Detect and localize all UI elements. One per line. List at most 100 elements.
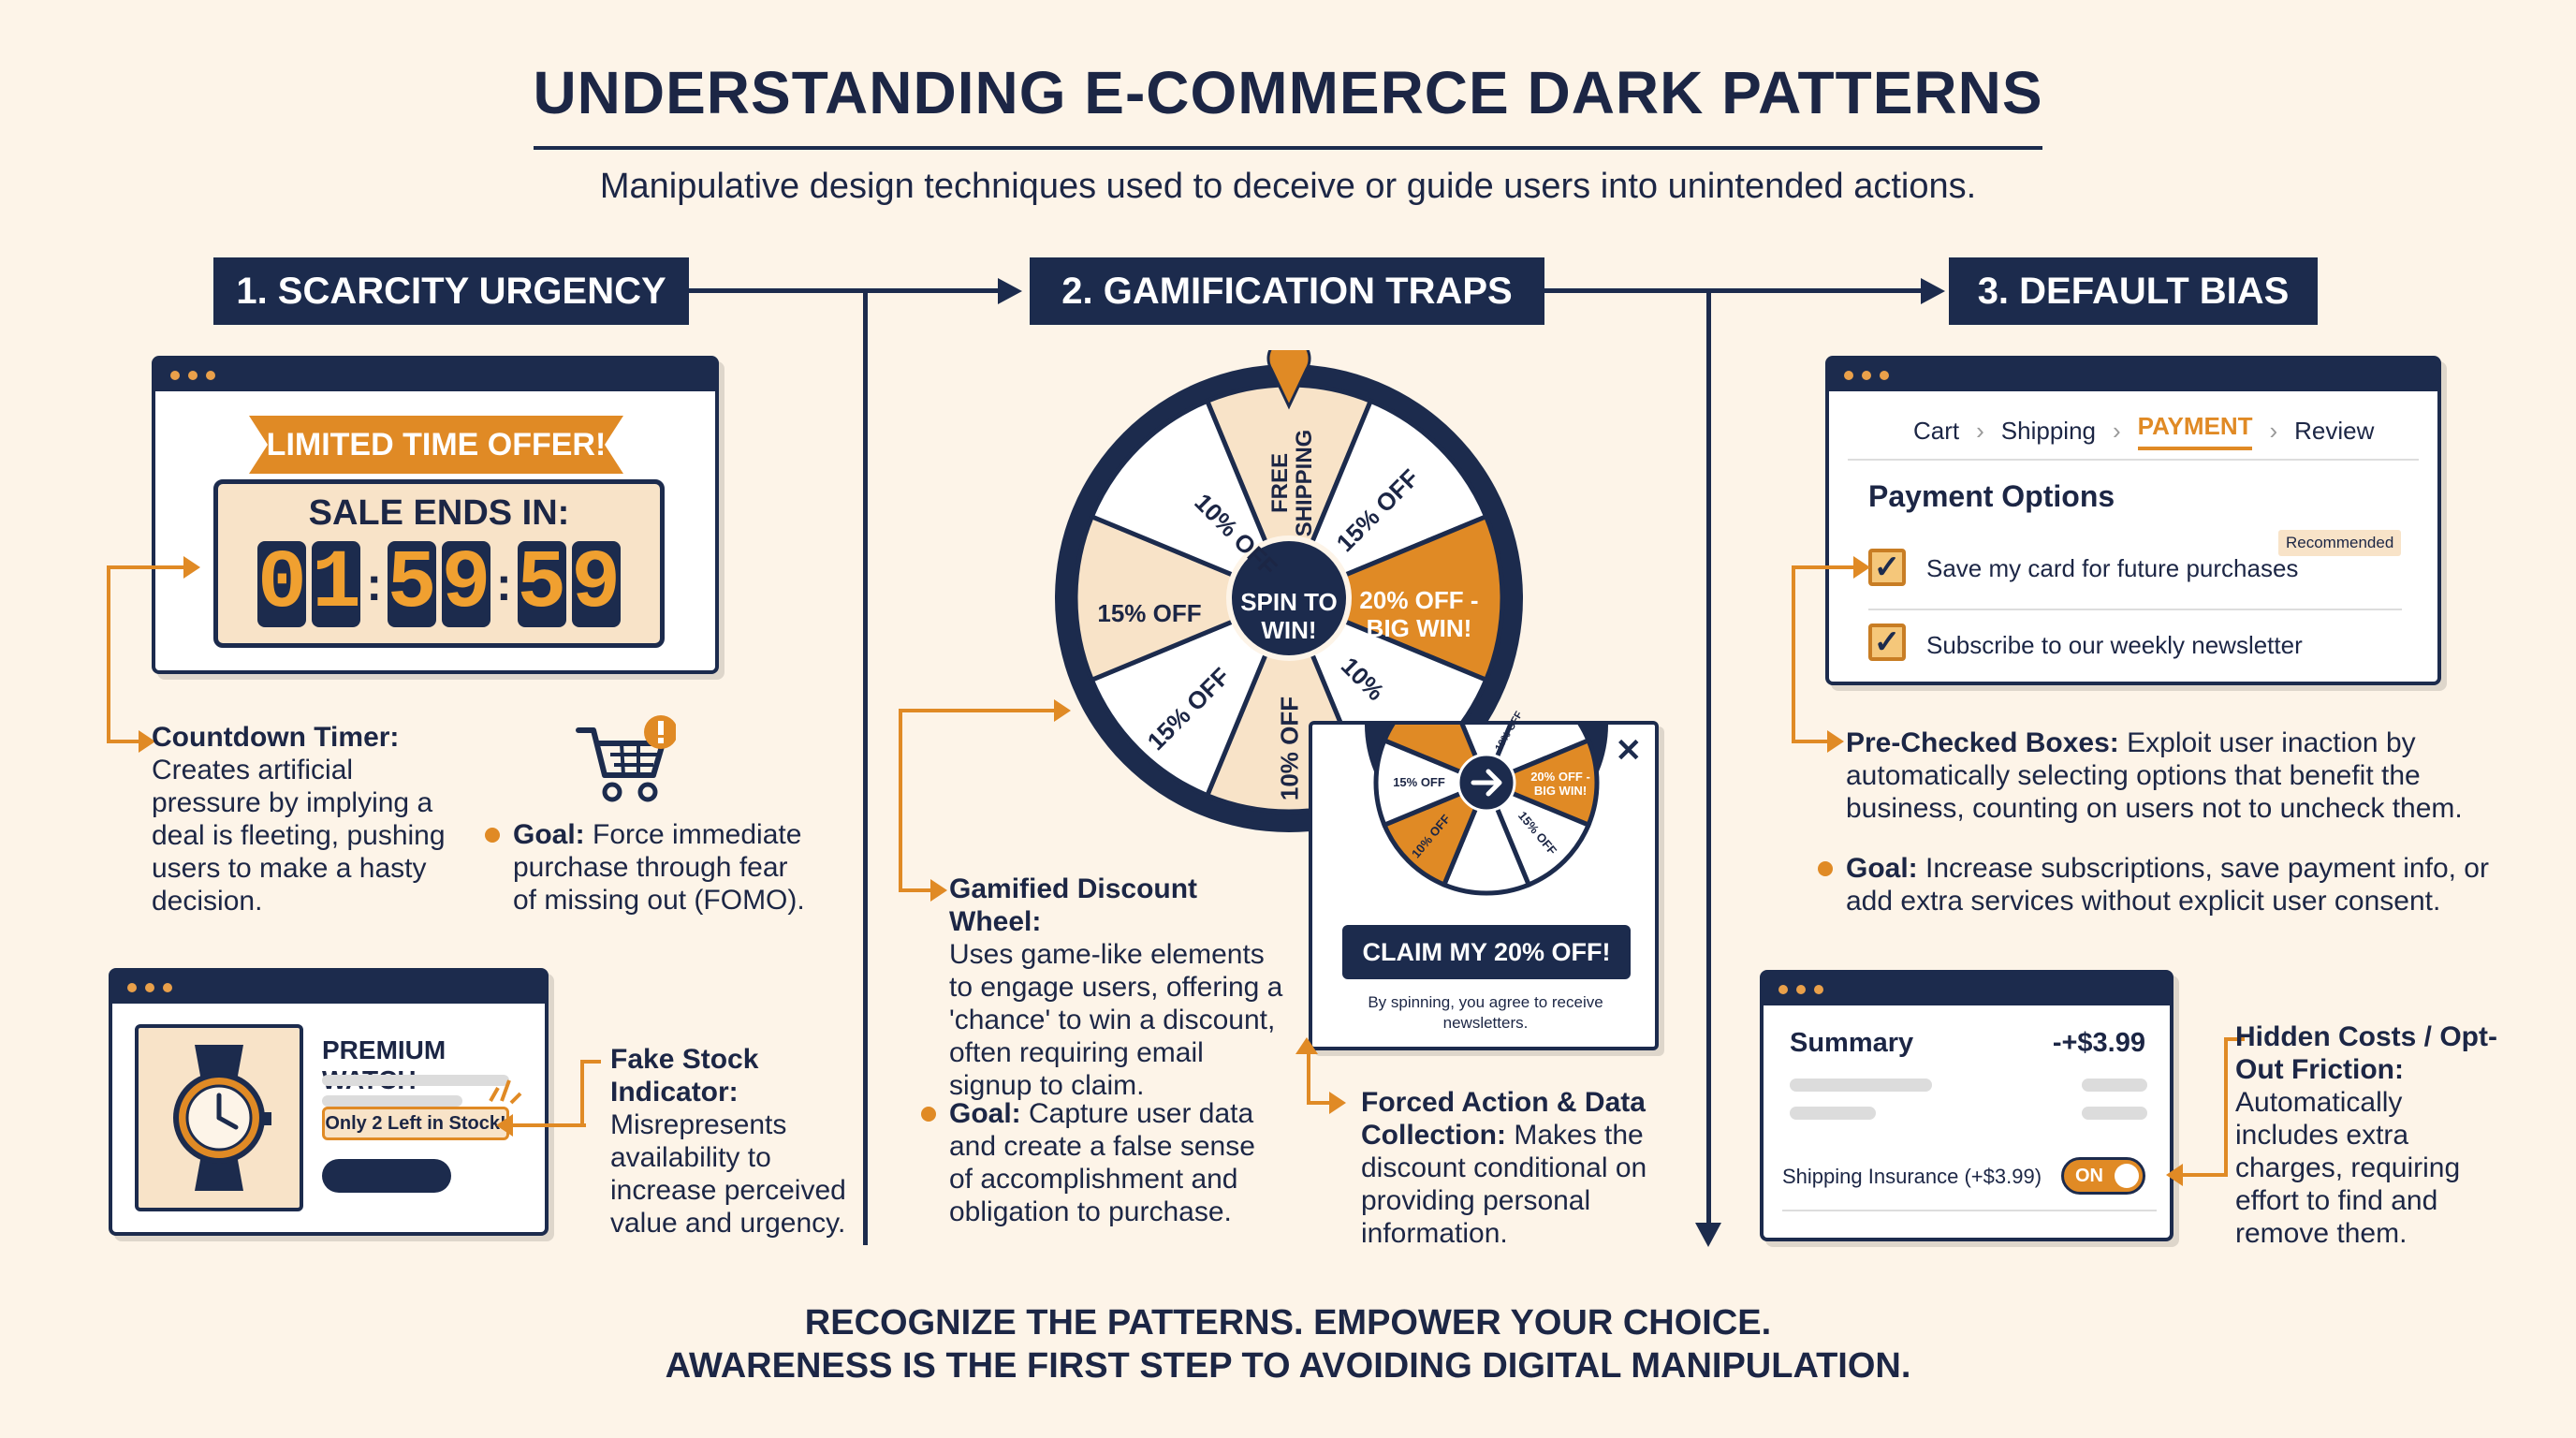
callout-line (1792, 740, 1829, 743)
fake-stock-description: Fake Stock Indicator:Misrepresents avail… (610, 1044, 846, 1239)
insurance-label: Shipping Insurance (+$3.99) (1782, 1165, 2042, 1188)
arrow-right-icon (998, 278, 1022, 304)
chevron-right-icon: › (2113, 417, 2121, 445)
watch-icon (173, 1045, 271, 1191)
wheel-segment (1480, 737, 1600, 829)
forced-action-description: Forced Action & Data Collection: Makes t… (1361, 1087, 1647, 1249)
wheel-segment (1284, 398, 1489, 603)
timer-digit: 1 (311, 537, 361, 631)
breadcrumb-cart[interactable]: Cart (1913, 417, 1960, 445)
default-bias-goal: Goal: Increase subscriptions, save payme… (1846, 853, 2489, 917)
callout-line (1307, 1047, 1310, 1103)
chevron-right-icon: › (1976, 417, 1984, 445)
callout-line (899, 709, 902, 892)
mini-segment-label: 15% OFF (1483, 823, 1498, 876)
stock-badge: Only 2 Left in Stock! (322, 1107, 509, 1140)
summary-window: Summary -+$3.99 Shipping Insurance (+$3.… (1760, 970, 2174, 1241)
callout-line (507, 1123, 586, 1127)
page-subtitle: Manipulative design techniques used to d… (599, 167, 1977, 206)
arrow-right-icon (1827, 730, 1844, 753)
goal-bullet (921, 1107, 936, 1122)
footer-line-1: RECOGNIZE THE PATTERNS. EMPOWER YOUR CHO… (804, 1303, 1772, 1343)
timer-digit: 5 (517, 537, 567, 631)
insurance-toggle[interactable]: ON (2061, 1157, 2145, 1195)
divider (1782, 1210, 2157, 1211)
sale-ends-label: SALE ENDS IN: (308, 493, 570, 533)
footer-message: RECOGNIZE THE PATTERNS. EMPOWER YOUR CHO… (0, 1301, 2576, 1387)
wheel-segment-label: 20% OFF - BIG WIN! (1359, 586, 1479, 642)
callout-line (1307, 1101, 1333, 1105)
window-titlebar (1764, 974, 2170, 1005)
wheel-description: Gamified Discount Wheel:Uses game-like e… (949, 873, 1283, 1101)
wheel-segment-label: 10% OFF (1275, 696, 1304, 801)
section-header-default-bias: 3. DEFAULT BIAS (1949, 257, 2318, 325)
buy-button[interactable] (322, 1159, 451, 1193)
arrow-right-icon (930, 879, 947, 902)
toggle-label: ON (2075, 1165, 2103, 1186)
divider (1868, 609, 2402, 610)
arrow-left-icon (2166, 1164, 2183, 1186)
spin-to-win-label[interactable]: SPIN TO WIN! (1240, 588, 1338, 644)
toggle-knob (2115, 1164, 2139, 1188)
callout-line (899, 888, 932, 892)
checkout-window: Cart › Shipping › PAYMENT › Review Payme… (1825, 356, 2441, 685)
arrow-left-icon (496, 1114, 513, 1137)
breadcrumb-shipping[interactable]: Shipping (2000, 417, 2096, 445)
wheel-segment (1073, 513, 1295, 683)
callout-line (2224, 1037, 2245, 1041)
callout-line (1792, 565, 1795, 743)
chevron-right-icon: › (2269, 417, 2278, 445)
close-icon[interactable]: ✕ (1615, 733, 1643, 769)
newsletter-checkbox[interactable]: ✓ (1868, 624, 1906, 661)
checkout-breadcrumb: Cart › Shipping › PAYMENT › Review (1913, 412, 2374, 450)
arrow-right-icon (139, 730, 155, 753)
wheel-segment (1282, 513, 1505, 683)
save-card-label: Save my card for future purchases (1926, 554, 2299, 582)
mini-wheel[interactable] (1365, 725, 1608, 908)
placeholder-line (322, 1075, 509, 1086)
callout-line (107, 740, 140, 743)
wheel-segment (1381, 778, 1491, 888)
breadcrumb-review[interactable]: Review (2294, 417, 2375, 445)
countdown-window: LIMITED TIME OFFER! SALE ENDS IN: 0 1 : … (152, 356, 719, 674)
arrow-right-icon (1329, 1092, 1346, 1114)
shopping-cart-icon (576, 715, 676, 802)
wheel-segment (1089, 594, 1294, 799)
placeholder-line (322, 1095, 462, 1107)
wheel-segment (1482, 778, 1592, 888)
wheel-segment (1441, 776, 1532, 896)
mini-segment-label: 20% OFF - BIG WIN! (1530, 770, 1590, 798)
placeholder-line (1790, 1078, 1932, 1092)
timer-digit: 0 (256, 537, 307, 631)
goal-bullet (485, 828, 500, 843)
section-header-scarcity: 1. SCARCITY URGENCY (213, 257, 689, 325)
callout-line (899, 709, 1058, 712)
breadcrumb-payment[interactable]: PAYMENT (2137, 412, 2253, 450)
hidden-costs-description: Hidden Costs / Opt-Out Friction:Automati… (2235, 1021, 2497, 1249)
spin-popup: ✕ 15% OFF 20% OFF - BIG WIN! 10% OFF 15%… (1309, 710, 1659, 1050)
mini-segment-label: 15% OFF (1393, 775, 1445, 789)
timer-digit: 5 (387, 537, 437, 631)
callout-line (2224, 1037, 2228, 1177)
arrow-down-icon (1695, 1223, 1721, 1247)
callout-line (580, 1060, 601, 1064)
window-titlebar (155, 360, 715, 391)
summary-title: Summary (1790, 1028, 1914, 1058)
prechecked-description: Pre-Checked Boxes: Exploit user inaction… (1846, 727, 2463, 824)
arrow-right-icon (1921, 278, 1945, 304)
recommended-badge: Recommended (2278, 530, 2402, 556)
summary-amount: -+$3.99 (2052, 1028, 2145, 1058)
wheel-segment (1373, 737, 1493, 829)
callout-line (107, 565, 110, 743)
alert-sparkle-icon (489, 1079, 522, 1105)
claim-discount-button[interactable]: CLAIM MY 20% OFF! (1342, 925, 1631, 979)
callout-line (107, 565, 187, 569)
title-underline (534, 146, 2042, 150)
callout-line (2181, 1173, 2228, 1177)
timer-digit: 9 (441, 537, 491, 631)
countdown-description: Countdown Timer:Creates artificial press… (152, 722, 446, 917)
wheel-segment-label: 15% OFF (1097, 599, 1202, 627)
window-titlebar (1829, 360, 2437, 391)
save-card-checkbox[interactable]: ✓ (1868, 549, 1906, 586)
connector-line (689, 288, 1003, 293)
